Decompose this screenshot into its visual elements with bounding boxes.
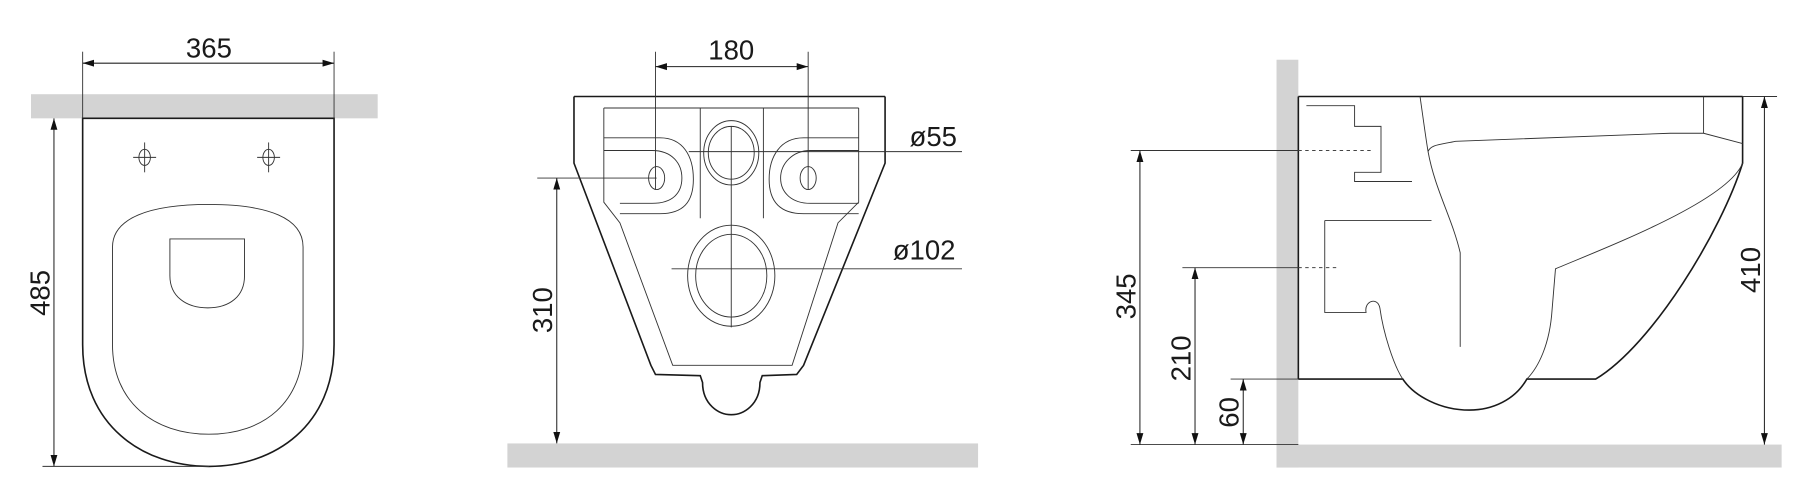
width-dimension-label: 365 [186,32,232,63]
large-hole-diameter-label: ø102 [893,235,956,266]
length-dimension-label: 485 [24,270,55,316]
upper-dimension-label: 345 [1110,273,1141,319]
height-dimension-label: 310 [527,287,558,333]
fixing-hole-right-icon [257,142,281,173]
lower-dimension-label: 60 [1214,397,1245,428]
lid-cutout [169,238,245,309]
rear-view: 180 ø55 ø102 310 [507,35,979,468]
side-view: 345 210 60 410 [1110,59,1782,468]
floor-band [1276,444,1782,468]
hole-spacing-label: 180 [708,35,754,66]
total-height-label: 410 [1735,247,1766,293]
side-outline [1298,96,1744,411]
fixing-hole-left-icon [133,142,157,173]
bowl-outline [81,117,335,468]
seat-outline [112,204,304,435]
floor-band [507,443,979,468]
wall-band [1276,59,1299,468]
rear-outline [573,96,886,416]
top-view: 365 485 [24,32,378,468]
middle-dimension-label: 210 [1165,335,1196,381]
wall-band [30,94,378,119]
small-hole-diameter-label: ø55 [910,121,957,152]
